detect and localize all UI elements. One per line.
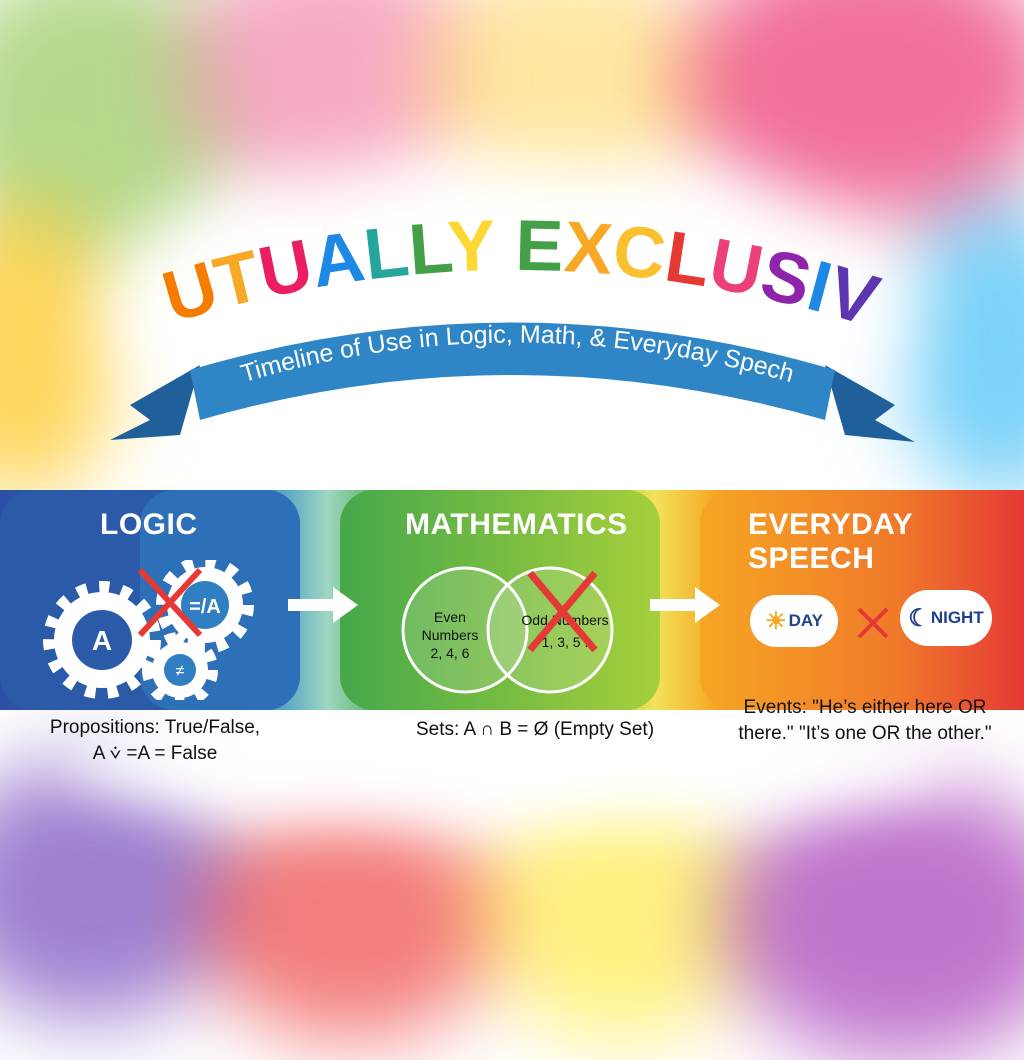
svg-text:Even: Even (434, 609, 466, 625)
svg-text:Numbers: Numbers (422, 627, 479, 643)
ribbon-right-tail (825, 365, 915, 442)
svg-text:=/A: =/A (189, 596, 221, 618)
cross-icon (137, 567, 203, 638)
arrow-right-icon (650, 587, 720, 623)
math-title: MATHEMATICS (405, 508, 628, 541)
main-title: MUTUALLY EXCLUSIVE (0, 180, 887, 342)
logic-caption: Propositions: True/False, A ⩒ =A = False (49, 717, 261, 764)
title-letter: X (562, 207, 615, 290)
svg-text:2, 4, 6: 2, 4, 6 (431, 645, 470, 661)
math-caption: Sets: A ∩ B = Ø (Empty Set) (415, 719, 655, 740)
day-bubble: ☀ DAY (750, 595, 838, 647)
title-banner: MUTUALLY EXCLUSIVE Timeline of Use in Lo… (0, 180, 915, 442)
title-letter: L (360, 211, 413, 295)
math-panel (340, 490, 660, 710)
cross-icon (527, 570, 598, 653)
arrow-right-icon (288, 587, 358, 623)
gears-icon: A =/A ≠ (43, 560, 254, 700)
sun-icon: ☀ (765, 607, 787, 635)
title-letter: E (0, 180, 24, 196)
speech-caption: Events: "He’s either here OR there." "It… (738, 697, 992, 744)
title-letter (494, 206, 515, 286)
svg-text:≠: ≠ (176, 663, 185, 680)
ribbon-left-tail (110, 365, 200, 440)
svg-text:1, 3, 5 .: 1, 3, 5 . (542, 634, 589, 650)
title-letter: A (306, 216, 370, 303)
venn-diagram: Even Numbers 2, 4, 6 Odd Numbers 1, 3, 5… (401, 566, 614, 694)
cross-icon (857, 607, 889, 639)
speech-title: EVERYDAY SPEECH (748, 508, 913, 575)
svg-text:A: A (92, 625, 112, 656)
moon-icon: ☾ (908, 604, 930, 632)
title-letter: C (609, 210, 669, 295)
title-letter: M (0, 180, 30, 196)
night-bubble: ☾ NIGHT (900, 590, 992, 646)
title-letter: E (515, 206, 565, 287)
ribbon (190, 322, 835, 420)
title-letter: Y (446, 206, 496, 288)
svg-text:Odd Numbers: Odd Numbers (521, 612, 608, 628)
logic-title: LOGIC (100, 508, 198, 541)
